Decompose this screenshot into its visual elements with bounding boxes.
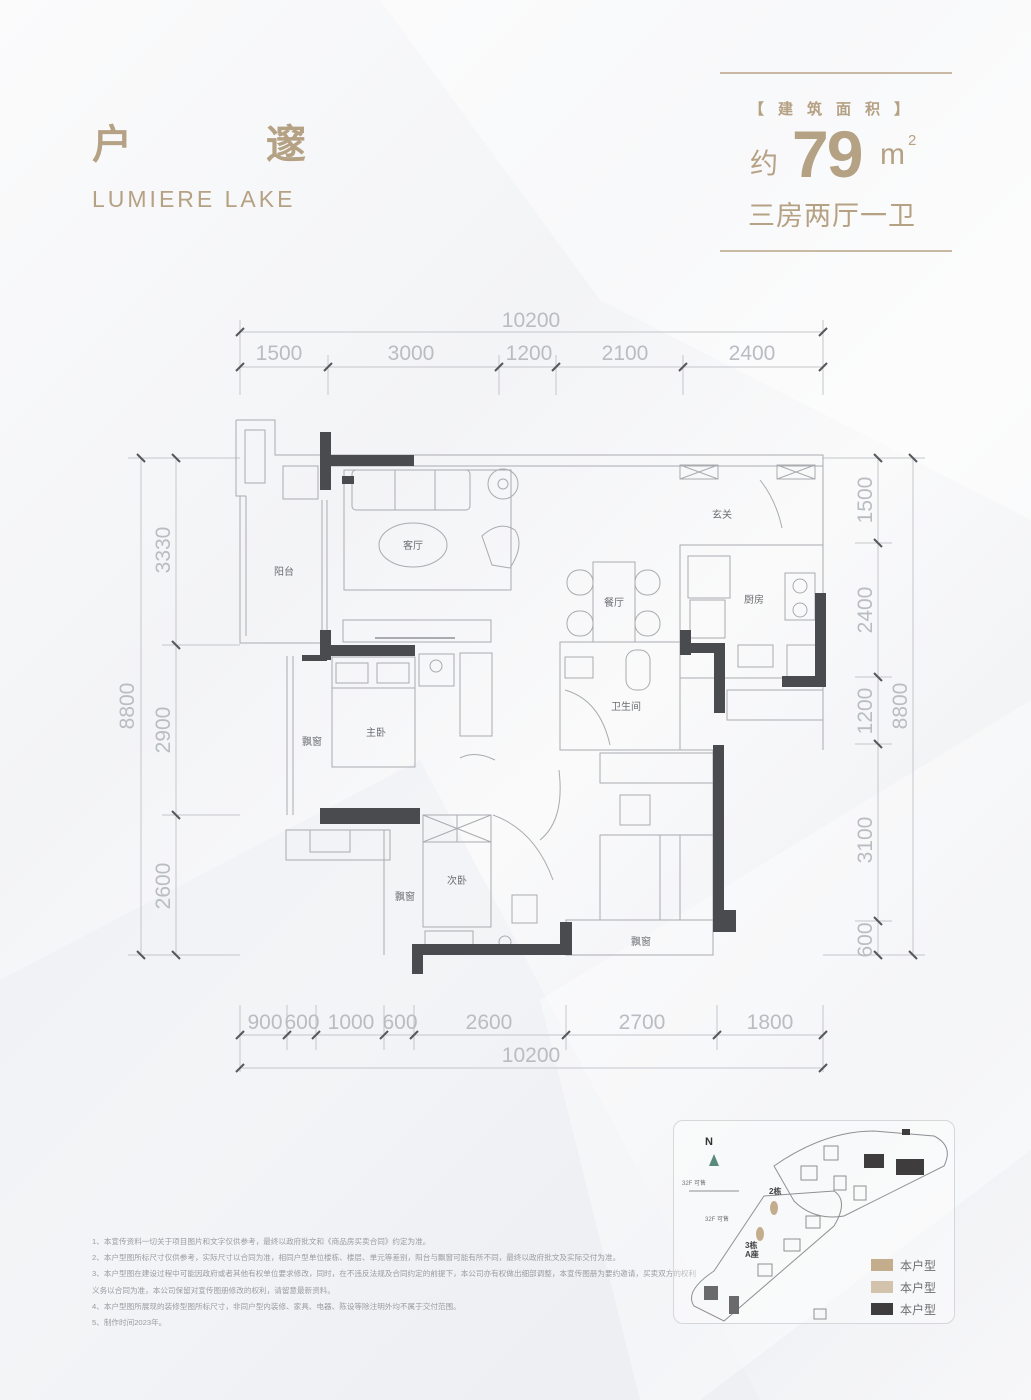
dim-bottom-7: 1800 <box>747 1011 794 1034</box>
other-buildings-dark <box>864 1129 924 1175</box>
legend-swatch-other <box>871 1303 893 1315</box>
legend-swatch-same <box>871 1281 893 1293</box>
building-3-block-label: A座 <box>745 1250 759 1259</box>
room-balcony: 阳台 <box>274 565 294 578</box>
room-bathroom: 卫生间 <box>611 700 641 713</box>
dim-right-4: 3100 <box>854 817 877 864</box>
dim-top-2: 3000 <box>388 342 435 365</box>
legend-swatch-current <box>871 1259 893 1271</box>
note-3: 3、本户型图在建设过程中可能因政府或者其他有权单位要求修改，同时，在不违反法规及… <box>92 1269 697 1279</box>
dim-bottom-1: 900 <box>247 1011 282 1034</box>
room-master-bedroom: 主卧 <box>366 726 386 739</box>
room-entrance: 玄关 <box>712 508 732 521</box>
room-bay-window-1: 飘窗 <box>302 735 322 748</box>
dim-top-total: 10200 <box>502 309 560 332</box>
plan-linework <box>235 419 824 956</box>
north-arrow-icon <box>709 1154 719 1166</box>
dim-right-total: 8800 <box>889 683 912 730</box>
note-5: 4、本户型图所展现的装修型图所标尺寸，非同户型内装修、家具、电器、陈设等除注明外… <box>92 1301 461 1311</box>
dim-left-3: 2600 <box>152 863 175 910</box>
floor-plan: 10200 1500 3000 1200 2100 2400 900 600 1… <box>116 309 925 1073</box>
dim-left-2: 2900 <box>152 707 175 754</box>
dim-bottom-2: 600 <box>284 1011 319 1034</box>
disclaimer-notes: 1、本宣传资料一切关于项目图片和文字仅供参考，最终以政府批文和《商品房买卖合同》… <box>92 1234 697 1331</box>
area-prefix: 约 <box>750 148 779 179</box>
room-second-bedroom: 次卧 <box>447 874 467 887</box>
legend-label-current: 本户型 <box>900 1259 937 1273</box>
room-bay-window-3: 飘窗 <box>631 935 651 948</box>
dim-bottom-4: 600 <box>382 1011 417 1034</box>
dimension-lines <box>128 320 925 1072</box>
dim-left-1: 3330 <box>152 527 175 574</box>
dim-bottom-6: 2700 <box>619 1011 666 1034</box>
legend-label-same: 本户型 <box>900 1281 937 1295</box>
site-map <box>689 1129 948 1322</box>
building-3-label: 3栋 <box>745 1241 758 1250</box>
dim-top-5: 2400 <box>729 342 776 365</box>
dimension-ticks <box>136 327 918 1073</box>
dim-right-3: 1200 <box>854 688 877 735</box>
divider-bottom <box>720 250 952 252</box>
legend-label-other: 本户型 <box>900 1303 937 1317</box>
area-value: 79 <box>792 117 863 191</box>
dim-top-1: 1500 <box>256 342 303 365</box>
structural-walls <box>302 432 826 974</box>
dim-right-1: 1500 <box>854 477 877 524</box>
dim-bottom-3: 1000 <box>328 1011 375 1034</box>
dim-right-5: 600 <box>854 922 877 957</box>
room-kitchen: 厨房 <box>744 593 764 606</box>
site-plan: N 32F 可售 32F 可售 2栋 3栋 A座 本户型 本户型 本户型 <box>673 1120 955 1324</box>
dim-bottom-total: 10200 <box>502 1044 560 1067</box>
dim-right-2: 2400 <box>854 587 877 634</box>
building-2-label: 2栋 <box>769 1187 782 1196</box>
note-6: 5、制作时间2023年。 <box>92 1318 167 1328</box>
floor-note-2: 32F 可售 <box>705 1217 730 1223</box>
current-unit-buildings <box>756 1201 778 1241</box>
note-1: 1、本宣传资料一切关于项目图片和文字仅供参考，最终以政府批文和《商品房买卖合同》… <box>92 1237 431 1246</box>
note-2: 2、本户型图所标尺寸仅供参考，实际尺寸以合同为准，相同户型单位楼栋、楼层、单元等… <box>92 1253 621 1263</box>
area-label: 【建筑面积】 <box>748 101 923 118</box>
area-value-row: 约 79 m 2 <box>720 117 952 191</box>
north-label: N <box>705 1136 713 1148</box>
floor-note-1: 32F 可售 <box>682 1181 707 1187</box>
divider-top <box>720 72 952 74</box>
area-unit: m <box>880 138 905 171</box>
layout-type: 三房两厅一卫 <box>748 201 916 231</box>
dim-left-total: 8800 <box>116 683 139 730</box>
project-title-en: LUMIERE LAKE <box>92 186 296 212</box>
other-buildings-outline <box>757 1145 867 1320</box>
dim-bottom-5: 2600 <box>466 1011 513 1034</box>
dim-top-3: 1200 <box>506 342 553 365</box>
dim-top-4: 2100 <box>602 342 649 365</box>
room-dining: 餐厅 <box>604 596 624 609</box>
project-title-cn: 户 邃 <box>92 121 366 168</box>
area-panel: 【建筑面积】 约 79 m 2 三房两厅一卫 <box>720 72 952 252</box>
room-bay-window-2: 飘窗 <box>395 890 415 903</box>
room-living: 客厅 <box>403 539 423 552</box>
gray-buildings <box>704 1286 739 1314</box>
note-4: 义务以合同为准，本公司保留对宣传图册修改的权利，请留意最新资料。 <box>92 1285 335 1295</box>
area-unit-sup: 2 <box>908 132 917 149</box>
